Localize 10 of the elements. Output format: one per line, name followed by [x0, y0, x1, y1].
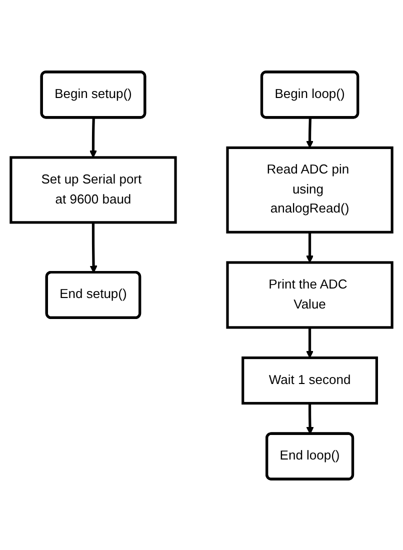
node-box: Read ADC pin using analogRead() — [226, 146, 394, 233]
node-box: Set up Serial port at 9600 baud — [10, 156, 177, 224]
arrow — [306, 402, 314, 434]
node-box: Print the ADC Value — [226, 260, 394, 328]
node-box: Wait 1 second — [242, 356, 378, 404]
arrow — [306, 117, 314, 148]
arrow — [90, 222, 98, 273]
arrow — [306, 326, 314, 358]
arrow — [306, 232, 314, 262]
arrow — [89, 117, 98, 158]
